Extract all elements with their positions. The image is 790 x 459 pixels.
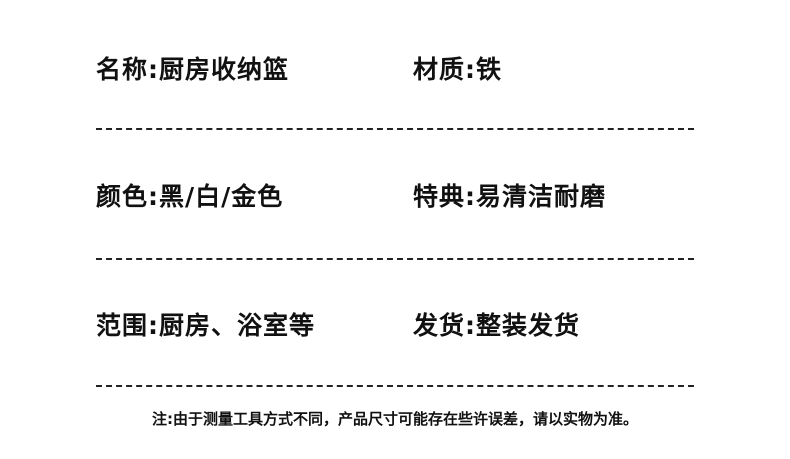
spec-material: 材质:铁: [413, 55, 502, 84]
dashed-divider: [96, 385, 694, 387]
spec-scope: 范围:厨房、浴室等: [96, 311, 315, 340]
dashed-divider: [96, 128, 694, 130]
spec-shipping: 发货:整装发货: [413, 311, 580, 340]
spec-name: 名称:厨房收纳篮: [96, 55, 289, 84]
spec-color: 颜色:黑/白/金色: [96, 182, 284, 211]
measurement-note: 注:由于测量工具方式不同，产品尺寸可能存在些许误差，请以实物为准。: [151, 410, 638, 428]
dashed-divider: [96, 258, 694, 260]
spec-feature: 特典:易清洁耐磨: [413, 182, 606, 211]
